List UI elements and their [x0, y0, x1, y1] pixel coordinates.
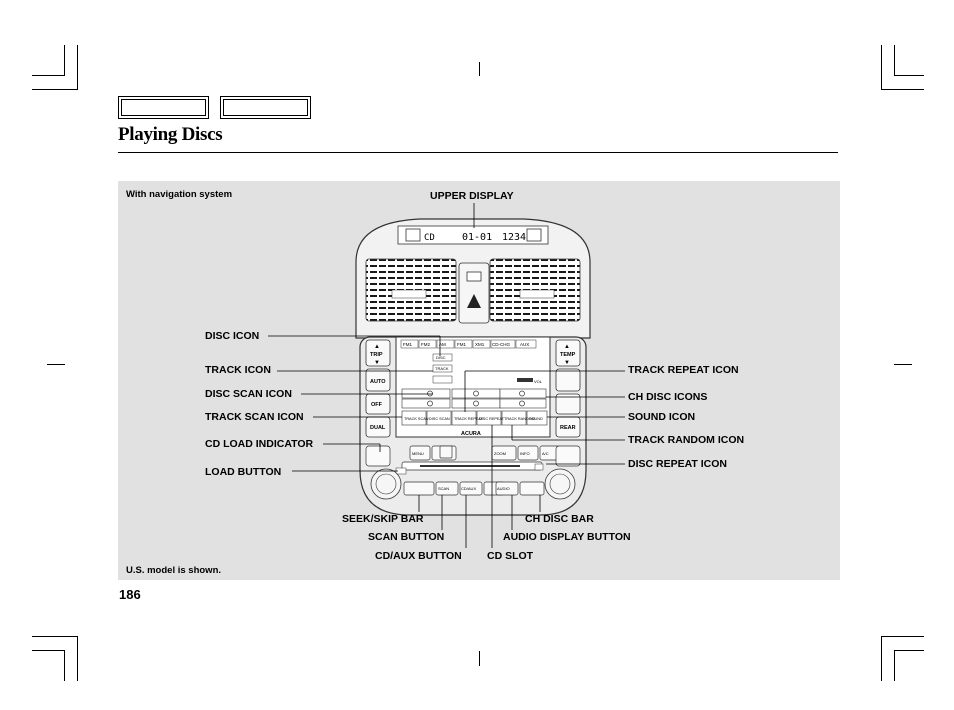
- svg-text:TRACK: TRACK: [435, 366, 449, 371]
- upper-display-clock: 1234: [502, 232, 526, 243]
- svg-text:DUAL: DUAL: [370, 425, 386, 431]
- svg-text:ZOOM: ZOOM: [494, 451, 506, 456]
- label-ch-disc-bar: CH DISC BAR: [525, 513, 594, 525]
- svg-text:FM1: FM1: [457, 342, 466, 347]
- hazard-panel: [458, 262, 490, 324]
- label-cd-aux-button: CD/AUX BUTTON: [375, 550, 462, 562]
- caption-top: With navigation system: [126, 189, 233, 200]
- title-rule: [118, 152, 838, 153]
- svg-text:▲: ▲: [374, 344, 380, 350]
- svg-text:TRIP: TRIP: [370, 352, 383, 358]
- svg-text:XM1: XM1: [475, 342, 485, 347]
- label-track-random-icon: TRACK RANDOM ICON: [628, 434, 745, 446]
- label-track-repeat-icon: TRACK REPEAT ICON: [628, 364, 739, 376]
- svg-text:CD-CHG: CD-CHG: [492, 342, 510, 347]
- label-disc-icon: DISC ICON: [205, 330, 260, 342]
- label-upper-display: UPPER DISPLAY: [430, 190, 514, 202]
- svg-text:FM2: FM2: [421, 342, 430, 347]
- svg-text:AUDIO: AUDIO: [497, 486, 510, 491]
- label-sound-icon: SOUND ICON: [628, 411, 696, 423]
- svg-text:FM1: FM1: [403, 342, 412, 347]
- svg-text:VOL: VOL: [534, 379, 543, 384]
- label-cd-slot: CD SLOT: [487, 550, 534, 562]
- svg-text:TRACK RANDOM: TRACK RANDOM: [504, 417, 535, 421]
- track-icon: [432, 364, 453, 373]
- svg-text:TEMP: TEMP: [560, 352, 576, 358]
- upper-display-track: 01-01: [462, 232, 492, 243]
- svg-text:DISC REPEAT: DISC REPEAT: [479, 417, 505, 421]
- page-number: 186: [119, 587, 141, 602]
- svg-text:CD/AUX: CD/AUX: [461, 486, 476, 491]
- label-audio-display-button: AUDIO DISPLAY BUTTON: [503, 531, 631, 543]
- label-seek-skip-bar: SEEK/SKIP BAR: [342, 513, 424, 525]
- temp-right-icon: [526, 228, 542, 242]
- svg-text:AUX: AUX: [520, 342, 529, 347]
- svg-text:SCAN: SCAN: [438, 486, 449, 491]
- svg-text:TRACK REPEAT: TRACK REPEAT: [454, 417, 484, 421]
- label-disc-scan-icon: DISC SCAN ICON: [205, 388, 292, 400]
- svg-text:TRACK SCAN: TRACK SCAN: [404, 417, 429, 421]
- svg-text:▼: ▼: [564, 360, 570, 366]
- label-scan-button: SCAN BUTTON: [368, 531, 445, 543]
- brand-label: ACURA: [461, 431, 481, 437]
- upper-display: [397, 225, 549, 245]
- svg-text:▲: ▲: [564, 344, 570, 350]
- svg-text:AM: AM: [439, 342, 446, 347]
- section-tab-left: [118, 96, 209, 119]
- label-disc-repeat-icon: DISC REPEAT ICON: [628, 458, 727, 470]
- label-ch-disc-icons: CH DISC ICONS: [628, 391, 708, 403]
- disc-icon: [432, 353, 453, 362]
- caption-bottom: U.S. model is shown.: [126, 565, 222, 576]
- label-track-scan-icon: TRACK SCAN ICON: [205, 411, 304, 423]
- label-track-icon: TRACK ICON: [205, 364, 271, 376]
- svg-text:▼: ▼: [374, 360, 380, 366]
- temp-left-icon: [405, 228, 421, 242]
- svg-text:DISC SCAN: DISC SCAN: [429, 417, 450, 421]
- svg-text:OFF: OFF: [371, 402, 383, 408]
- upper-display-cd: CD: [424, 233, 435, 243]
- svg-text:MENU: MENU: [412, 451, 424, 456]
- hazard-icon: [467, 294, 481, 308]
- page-title: Playing Discs: [118, 124, 223, 145]
- label-load-button: LOAD BUTTON: [205, 466, 282, 478]
- tune-knob: [544, 468, 576, 500]
- svg-text:SOUND: SOUND: [529, 417, 543, 421]
- section-tab-right: [220, 96, 311, 119]
- left-button-1: [365, 339, 391, 367]
- svg-text:DISC: DISC: [436, 355, 446, 360]
- power-knob: [370, 468, 402, 500]
- svg-text:A/C: A/C: [542, 451, 549, 456]
- cd-slot: [420, 465, 520, 467]
- svg-text:AUTO: AUTO: [370, 379, 386, 385]
- svg-text:INFO: INFO: [520, 451, 530, 456]
- svg-text:REAR: REAR: [560, 425, 576, 431]
- label-cd-load-indicator: CD LOAD INDICATOR: [205, 438, 314, 450]
